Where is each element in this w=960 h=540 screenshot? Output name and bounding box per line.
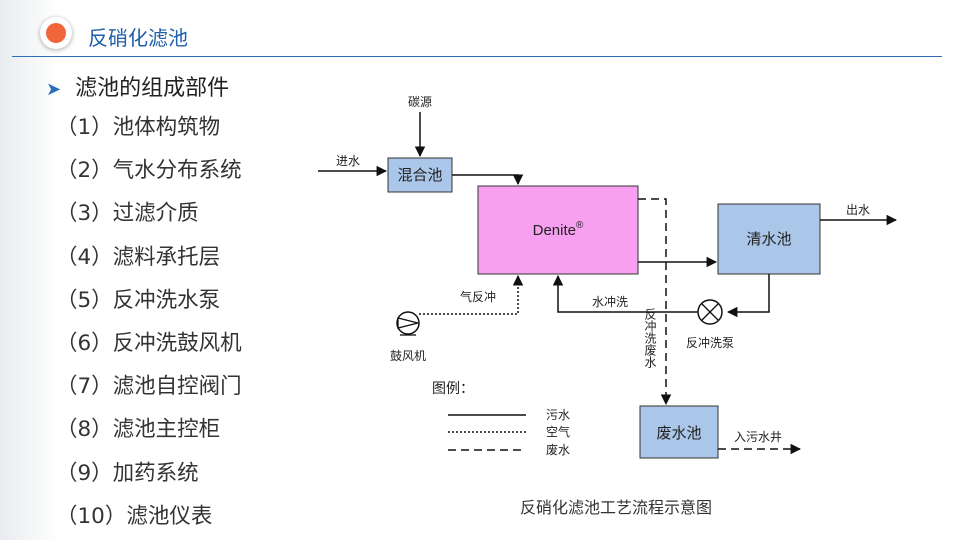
- waste-water-line: [638, 198, 672, 406]
- list-item: （9）加药系统: [56, 460, 199, 486]
- blower-impeller: [397, 317, 419, 329]
- inlet-label: 进水: [336, 154, 360, 168]
- list-item: （3）过滤介质: [56, 201, 199, 227]
- header-divider: [12, 56, 942, 57]
- air-backwash-label: 气反冲: [460, 289, 496, 304]
- parts-list: （1）池体构筑物 （2）气水分布系统 （3）过滤介质 （4）滤料承托层 （5）反…: [56, 106, 242, 538]
- legend-air-label: 空气: [546, 424, 570, 439]
- carbon-source-label: 碳源: [408, 95, 432, 109]
- process-flow-diagram: 碳源 进水 混合池 Denite® 清水池 出水 反冲洗泵 水冲洗 鼓风机 气反…: [318, 95, 898, 459]
- water-backwash-line: [552, 274, 698, 313]
- diagram-caption: 反硝化滤池工艺流程示意图: [520, 498, 713, 517]
- waste-water-tank: [639, 405, 719, 459]
- list-item: （1）池体构筑物: [56, 115, 221, 140]
- denite-filter-name: Denite: [533, 222, 576, 239]
- backwash-pump-label: 反冲洗泵: [686, 335, 734, 350]
- denite-filter: [477, 185, 639, 275]
- header-title: 反硝化滤池: [88, 26, 188, 50]
- blower-label: 鼓风机: [390, 349, 426, 363]
- list-item: （2）气水分布系统: [56, 158, 242, 184]
- mixing-tank-label: 混合池: [397, 166, 442, 184]
- blower-icon: [396, 311, 420, 335]
- mixing-tank: [387, 157, 453, 193]
- chevron-right-icon: ➤: [46, 79, 62, 100]
- list-item: （6）反冲洗鼓风机: [56, 330, 242, 356]
- clear-water-tank: [717, 203, 821, 275]
- waste-water-tank-label: 废水池: [656, 424, 701, 442]
- mixing-to-filter-arrow: [452, 174, 524, 186]
- outlet-label: 出水: [846, 203, 870, 217]
- waste-water-line-label: 反冲洗废水: [643, 308, 657, 368]
- header-bullet-icon: [40, 17, 72, 49]
- registered-mark: ®: [576, 220, 584, 231]
- clear-water-tank-label: 清水池: [746, 230, 791, 248]
- list-item: （10）滤池仪表: [56, 503, 213, 529]
- section-title-text: 滤池的组成部件: [75, 76, 230, 101]
- list-item: （5）反冲洗水泵: [56, 287, 221, 313]
- pump-cross-b: [701, 303, 719, 321]
- legend-waste-label: 废水: [546, 442, 570, 457]
- section-title: ➤ 滤池的组成部件: [46, 70, 229, 102]
- denite-filter-label: Denite®: [533, 220, 584, 239]
- list-item: （8）滤池主控柜: [56, 417, 221, 443]
- clear-to-pump-line: [726, 274, 770, 318]
- side-shade: [0, 0, 60, 540]
- legend-title: 图例：: [432, 381, 474, 397]
- water-backwash-label: 水冲洗: [592, 294, 628, 309]
- to-sewer-label: 入污水井: [734, 430, 782, 444]
- legend-sewage-label: 污水: [546, 408, 570, 422]
- air-backwash-line: [419, 274, 524, 315]
- list-item: （4）滤料承托层: [56, 244, 221, 270]
- list-item: （7）滤池自控阀门: [56, 374, 242, 400]
